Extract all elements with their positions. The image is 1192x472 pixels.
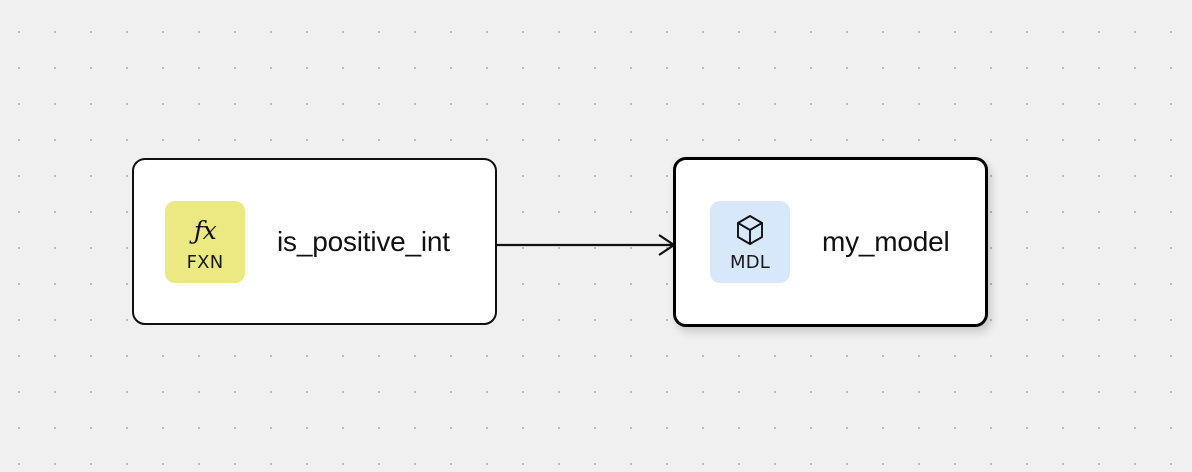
node-title: my_model — [822, 226, 950, 257]
node-badge-mdl: MDL — [710, 201, 790, 283]
node-badge-label: MDL — [729, 252, 771, 273]
node-is-positive-int[interactable]: ƒx FXN is_positive_int — [132, 158, 497, 325]
edge-is_positive_int-my_model[interactable] — [497, 234, 676, 256]
node-title: is_positive_int — [277, 225, 450, 257]
node-badge-label: FXN — [186, 251, 224, 273]
cube-icon — [733, 212, 767, 250]
edge-arrowhead-icon — [658, 234, 676, 256]
node-badge-fxn: ƒx FXN — [165, 200, 245, 283]
node-my-model[interactable]: MDL my_model — [673, 157, 988, 327]
fx-icon: ƒx — [193, 216, 217, 245]
